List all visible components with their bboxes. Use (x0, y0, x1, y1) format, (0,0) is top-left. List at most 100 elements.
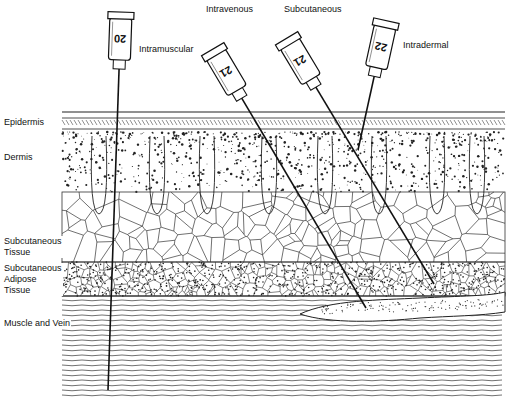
adipose-dot (341, 276, 343, 278)
dermis-dot (393, 166, 395, 168)
adipose-dot (297, 276, 299, 278)
hair-follicle (91, 136, 106, 214)
adipose-dot (82, 292, 84, 294)
adipose-dot (136, 261, 138, 263)
dermis-dot (195, 179, 197, 181)
dermis-dot (254, 136, 256, 138)
adipose-dot (163, 276, 165, 278)
adipose-dot (303, 289, 305, 291)
dermis-dot (338, 161, 339, 162)
dermis-dot (441, 181, 442, 182)
adipose-dot (389, 268, 391, 270)
adipose-dot (219, 266, 221, 268)
vein-dot (380, 302, 381, 303)
adipose-dot (401, 284, 403, 286)
dermis-dot (319, 137, 322, 140)
adipose-dot (104, 274, 106, 276)
dermis-dot (72, 131, 74, 133)
dermis-dot (150, 187, 152, 189)
vein-dot (429, 308, 430, 309)
dermis-dot (462, 175, 465, 178)
dermis-dot (363, 144, 365, 146)
adipose-dot (369, 285, 371, 287)
adipose-dot (403, 281, 405, 283)
dermis-dot (406, 157, 407, 158)
dermis-dot (245, 157, 247, 159)
dermis-dot (249, 136, 251, 138)
adipose-dot (359, 276, 361, 278)
adipose-dot (435, 275, 437, 277)
dermis-dot (197, 131, 200, 134)
dermis-dot (256, 146, 258, 148)
dermis-dot (461, 137, 462, 138)
adipose-dot (477, 277, 479, 279)
dermis-dot (62, 135, 64, 137)
adipose-dot (255, 280, 257, 282)
vein-dot (501, 301, 502, 302)
adipose-dot (79, 275, 81, 277)
dermis-dot (157, 137, 158, 138)
needle (358, 75, 374, 150)
adipose-dot (482, 263, 484, 265)
adipose-dot (100, 264, 102, 266)
adipose-dot (234, 279, 236, 281)
vein-dot (321, 309, 322, 310)
dermis-dot (153, 137, 155, 139)
dermis-dot (289, 161, 292, 164)
dermis-dot (85, 170, 87, 172)
vein-dot (381, 305, 382, 306)
adipose-dot (495, 281, 497, 283)
dermis-dot (313, 157, 315, 159)
dermis-dot (463, 134, 464, 135)
dermis-dot (477, 144, 479, 146)
adipose-dot (385, 276, 387, 278)
adipose-dot (371, 280, 373, 282)
dermis-dot (497, 143, 498, 144)
dermis-dot (236, 136, 238, 138)
dermis-dot (84, 166, 86, 168)
adipose-dot (115, 269, 117, 271)
adipose-dot (448, 265, 450, 267)
dermis-dot (402, 171, 404, 173)
adipose-dot (426, 264, 428, 266)
adipose-dot (288, 265, 290, 267)
adipose-dot (251, 263, 253, 265)
dermis-dot (216, 187, 218, 189)
adipose-dot (314, 280, 316, 282)
adipose-dot (148, 262, 150, 264)
dermis-dot (233, 133, 235, 135)
dermis-dot (479, 179, 481, 181)
dermis-dot (228, 141, 230, 143)
dermis-dot (474, 135, 476, 137)
adipose-dot (431, 277, 433, 279)
adipose-dot (340, 288, 342, 290)
dermis-dot (220, 131, 221, 132)
adipose-dot (450, 281, 452, 283)
adipose-dot (307, 277, 309, 279)
dermis-dot (294, 149, 296, 151)
dermis-dot (284, 131, 285, 132)
dermis-dot (188, 175, 190, 177)
dermis-dot (347, 133, 348, 134)
adipose-dot (256, 289, 258, 291)
adipose-dot (473, 289, 475, 291)
adipose-dot (431, 283, 433, 285)
dermis-dot (159, 161, 161, 163)
dermis-dot (121, 141, 123, 143)
dermis-dot (389, 141, 391, 143)
adipose-dot (103, 272, 105, 274)
dermis-dot (423, 173, 425, 175)
adipose-dot (289, 265, 291, 267)
adipose-dot (299, 282, 301, 284)
adipose-dot (453, 283, 455, 285)
dermis-dot (278, 170, 279, 171)
dermis-dot (109, 141, 111, 143)
dermis-dot (173, 152, 176, 155)
dermis-dot (216, 186, 218, 188)
adipose-dot (239, 280, 241, 282)
adipose-dot (421, 286, 423, 288)
dermis-dot (124, 150, 126, 152)
dermis-dot (491, 139, 493, 141)
adipose-dot (194, 270, 196, 272)
dermis-dot (175, 188, 177, 190)
